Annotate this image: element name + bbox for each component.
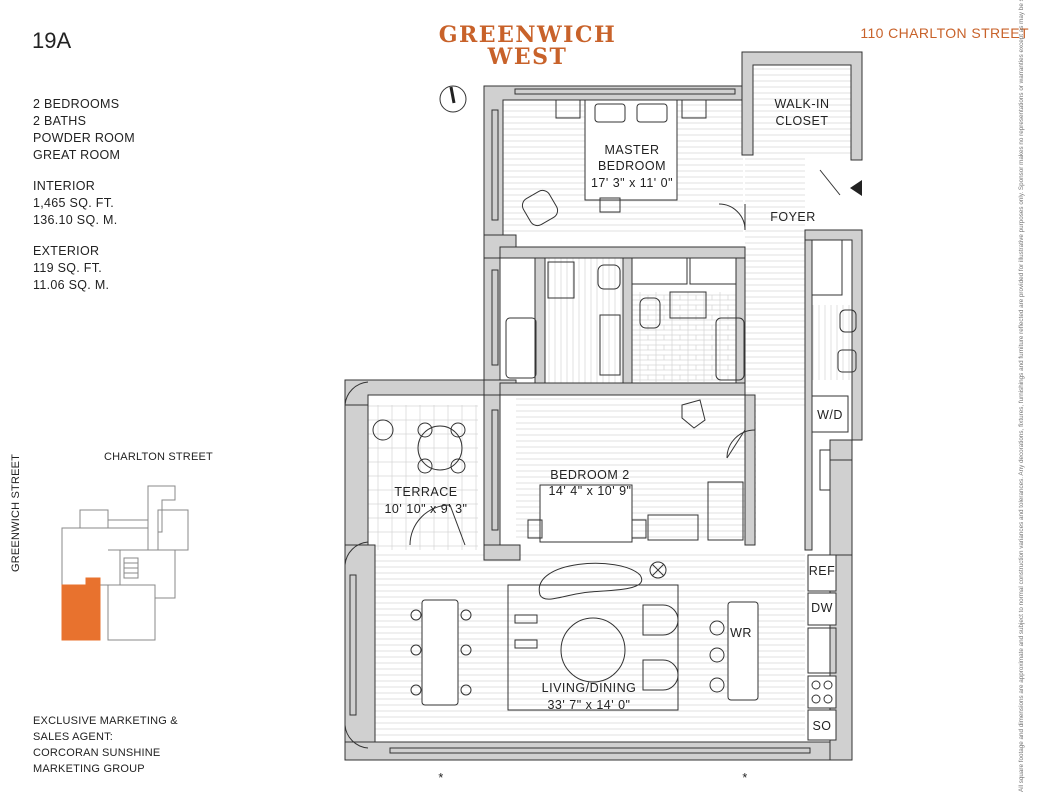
keyplan-street-top: CHARLTON STREET [104,451,213,463]
walls [344,51,863,761]
spec-bedrooms: 2 BEDROOMS [33,97,120,111]
label-so: SO [812,719,831,733]
key-plan [61,485,189,641]
brand-line2: WEST [487,44,568,70]
label-living-dining-dim: 33' 7" x 14' 0" [547,698,630,712]
footnote-mark-2: * [742,771,747,785]
spec-great-room: GREAT ROOM [33,148,121,162]
label-master-bedroom-2: BEDROOM [598,159,666,173]
label-wr: WR [730,626,752,640]
brand-line1: GREENWICH [438,22,617,48]
spec-exterior-label: EXTERIOR [33,244,100,258]
label-bedroom2-dim: 14' 4" x 10' 9" [548,484,631,498]
unit-specs: 2 BEDROOMS 2 BATHS POWDER ROOM GREAT ROO… [33,96,135,294]
unit-number: 19A [32,28,72,53]
brand-logo: GREENWICH WEST [430,24,625,68]
label-master-bedroom-1: MASTER [604,143,659,157]
label-terrace: TERRACE [394,485,457,499]
spec-exterior-sqft: 119 SQ. FT. [33,261,103,275]
label-master-bedroom-dim: 17' 3" x 11' 0" [591,176,673,190]
spec-interior-label: INTERIOR [33,179,96,193]
fixtures [344,88,857,754]
spec-powder-room: POWDER ROOM [33,131,135,145]
keyplan-unit-highlight [61,577,101,641]
footnote-mark-1: * [438,771,443,785]
label-walk-in-closet-2: CLOSET [775,114,828,128]
spec-interior-sqm: 136.10 SQ. M. [33,213,118,227]
entry-arrow-icon [850,180,862,196]
label-terrace-dim: 10' 10" x 9' 3" [384,502,467,516]
room-labels: WALK-IN CLOSET MASTER BEDROOM 17' 3" x 1… [384,97,842,785]
agent-line3: CORCORAN SUNSHINE [33,747,161,759]
label-ref: REF [809,564,836,578]
agent-line4: MARKETING GROUP [33,763,145,775]
spec-exterior-sqm: 11.06 SQ. M. [33,278,110,292]
label-wd: W/D [817,408,843,422]
label-foyer: FOYER [770,210,816,224]
label-living-dining: LIVING/DINING [542,681,637,695]
spec-interior-sqft: 1,465 SQ. FT. [33,196,115,210]
label-dw: DW [811,601,833,615]
north-arrow-icon [439,85,467,113]
label-bedroom2: BEDROOM 2 [550,468,630,482]
building-address: 110 CHARLTON STREET [860,25,1029,41]
agent-line2: SALES AGENT: [33,731,114,743]
agent-line1: EXCLUSIVE MARKETING & [33,715,178,727]
label-walk-in-closet-1: WALK-IN [774,97,829,111]
spec-baths: 2 BATHS [33,114,87,128]
sales-agent: EXCLUSIVE MARKETING & SALES AGENT: CORCO… [33,713,178,777]
